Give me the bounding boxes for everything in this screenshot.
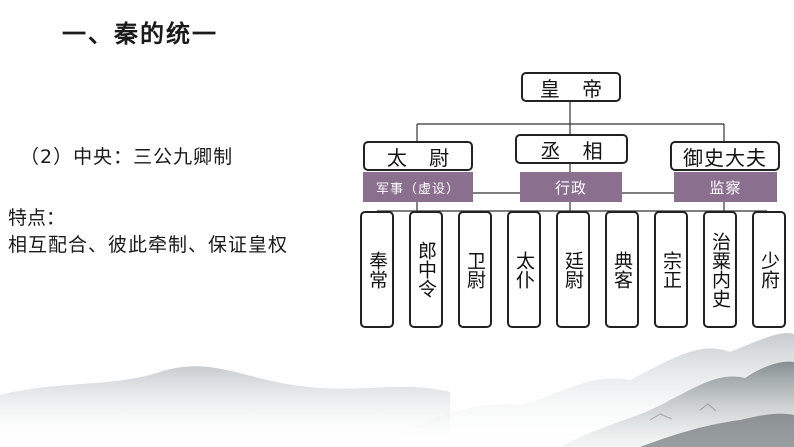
minister-box: 奉常	[360, 211, 394, 328]
emperor-box: 皇 帝	[521, 72, 621, 102]
yushidafu-label: 御史大夫	[683, 145, 767, 170]
duty-supervision-band: 监察	[674, 172, 777, 202]
minister-box: 典客	[605, 211, 639, 328]
taiwei-label: 太 尉	[386, 145, 458, 170]
minister-box: 廷尉	[556, 211, 590, 328]
features-text: 相互配合、彼此牵制、保证皇权	[8, 234, 289, 256]
features-label: 特点：	[8, 207, 66, 229]
minister-box: 郎中令	[409, 211, 443, 328]
taiwei-box: 太 尉	[363, 141, 473, 171]
duty-administration-band: 行政	[520, 172, 622, 202]
minister-box: 卫尉	[458, 211, 492, 328]
chengxiang-label: 丞 相	[540, 138, 611, 163]
minister-box: 宗正	[654, 211, 688, 328]
page-title: 一、秦的统一	[62, 19, 218, 48]
chengxiang-box: 丞 相	[515, 134, 628, 164]
minister-box: 少府	[752, 211, 786, 328]
yushidafu-box: 御史大夫	[670, 141, 780, 171]
minister-box: 治粟内史	[703, 211, 737, 328]
emperor-label: 皇 帝	[539, 76, 611, 101]
subtitle: （2）中央：三公九卿制	[20, 146, 234, 168]
duty-military-band: 军事（虚设）	[363, 172, 473, 202]
minister-box: 太仆	[507, 211, 541, 328]
